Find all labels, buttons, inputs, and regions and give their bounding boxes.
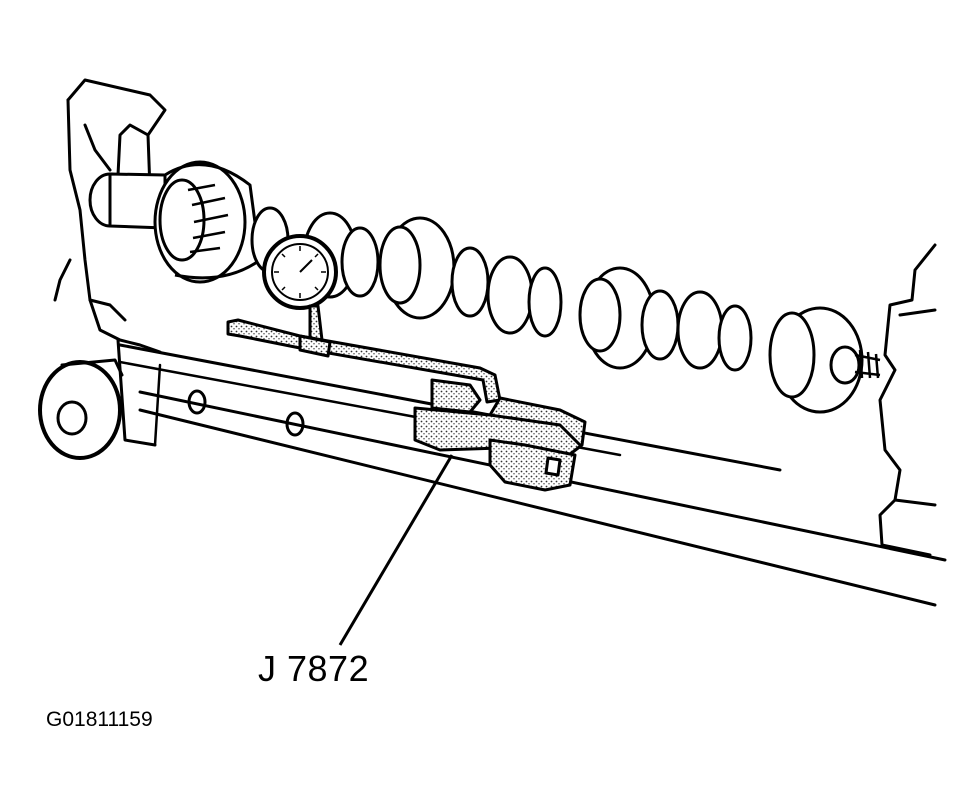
magnetic-base-tool-icon xyxy=(413,378,587,492)
callout-leader-line xyxy=(338,454,454,646)
dial-indicator-icon xyxy=(226,234,502,404)
tool-callout-label: J 7872 xyxy=(258,648,370,689)
figure-id: G01811159 xyxy=(46,708,153,731)
